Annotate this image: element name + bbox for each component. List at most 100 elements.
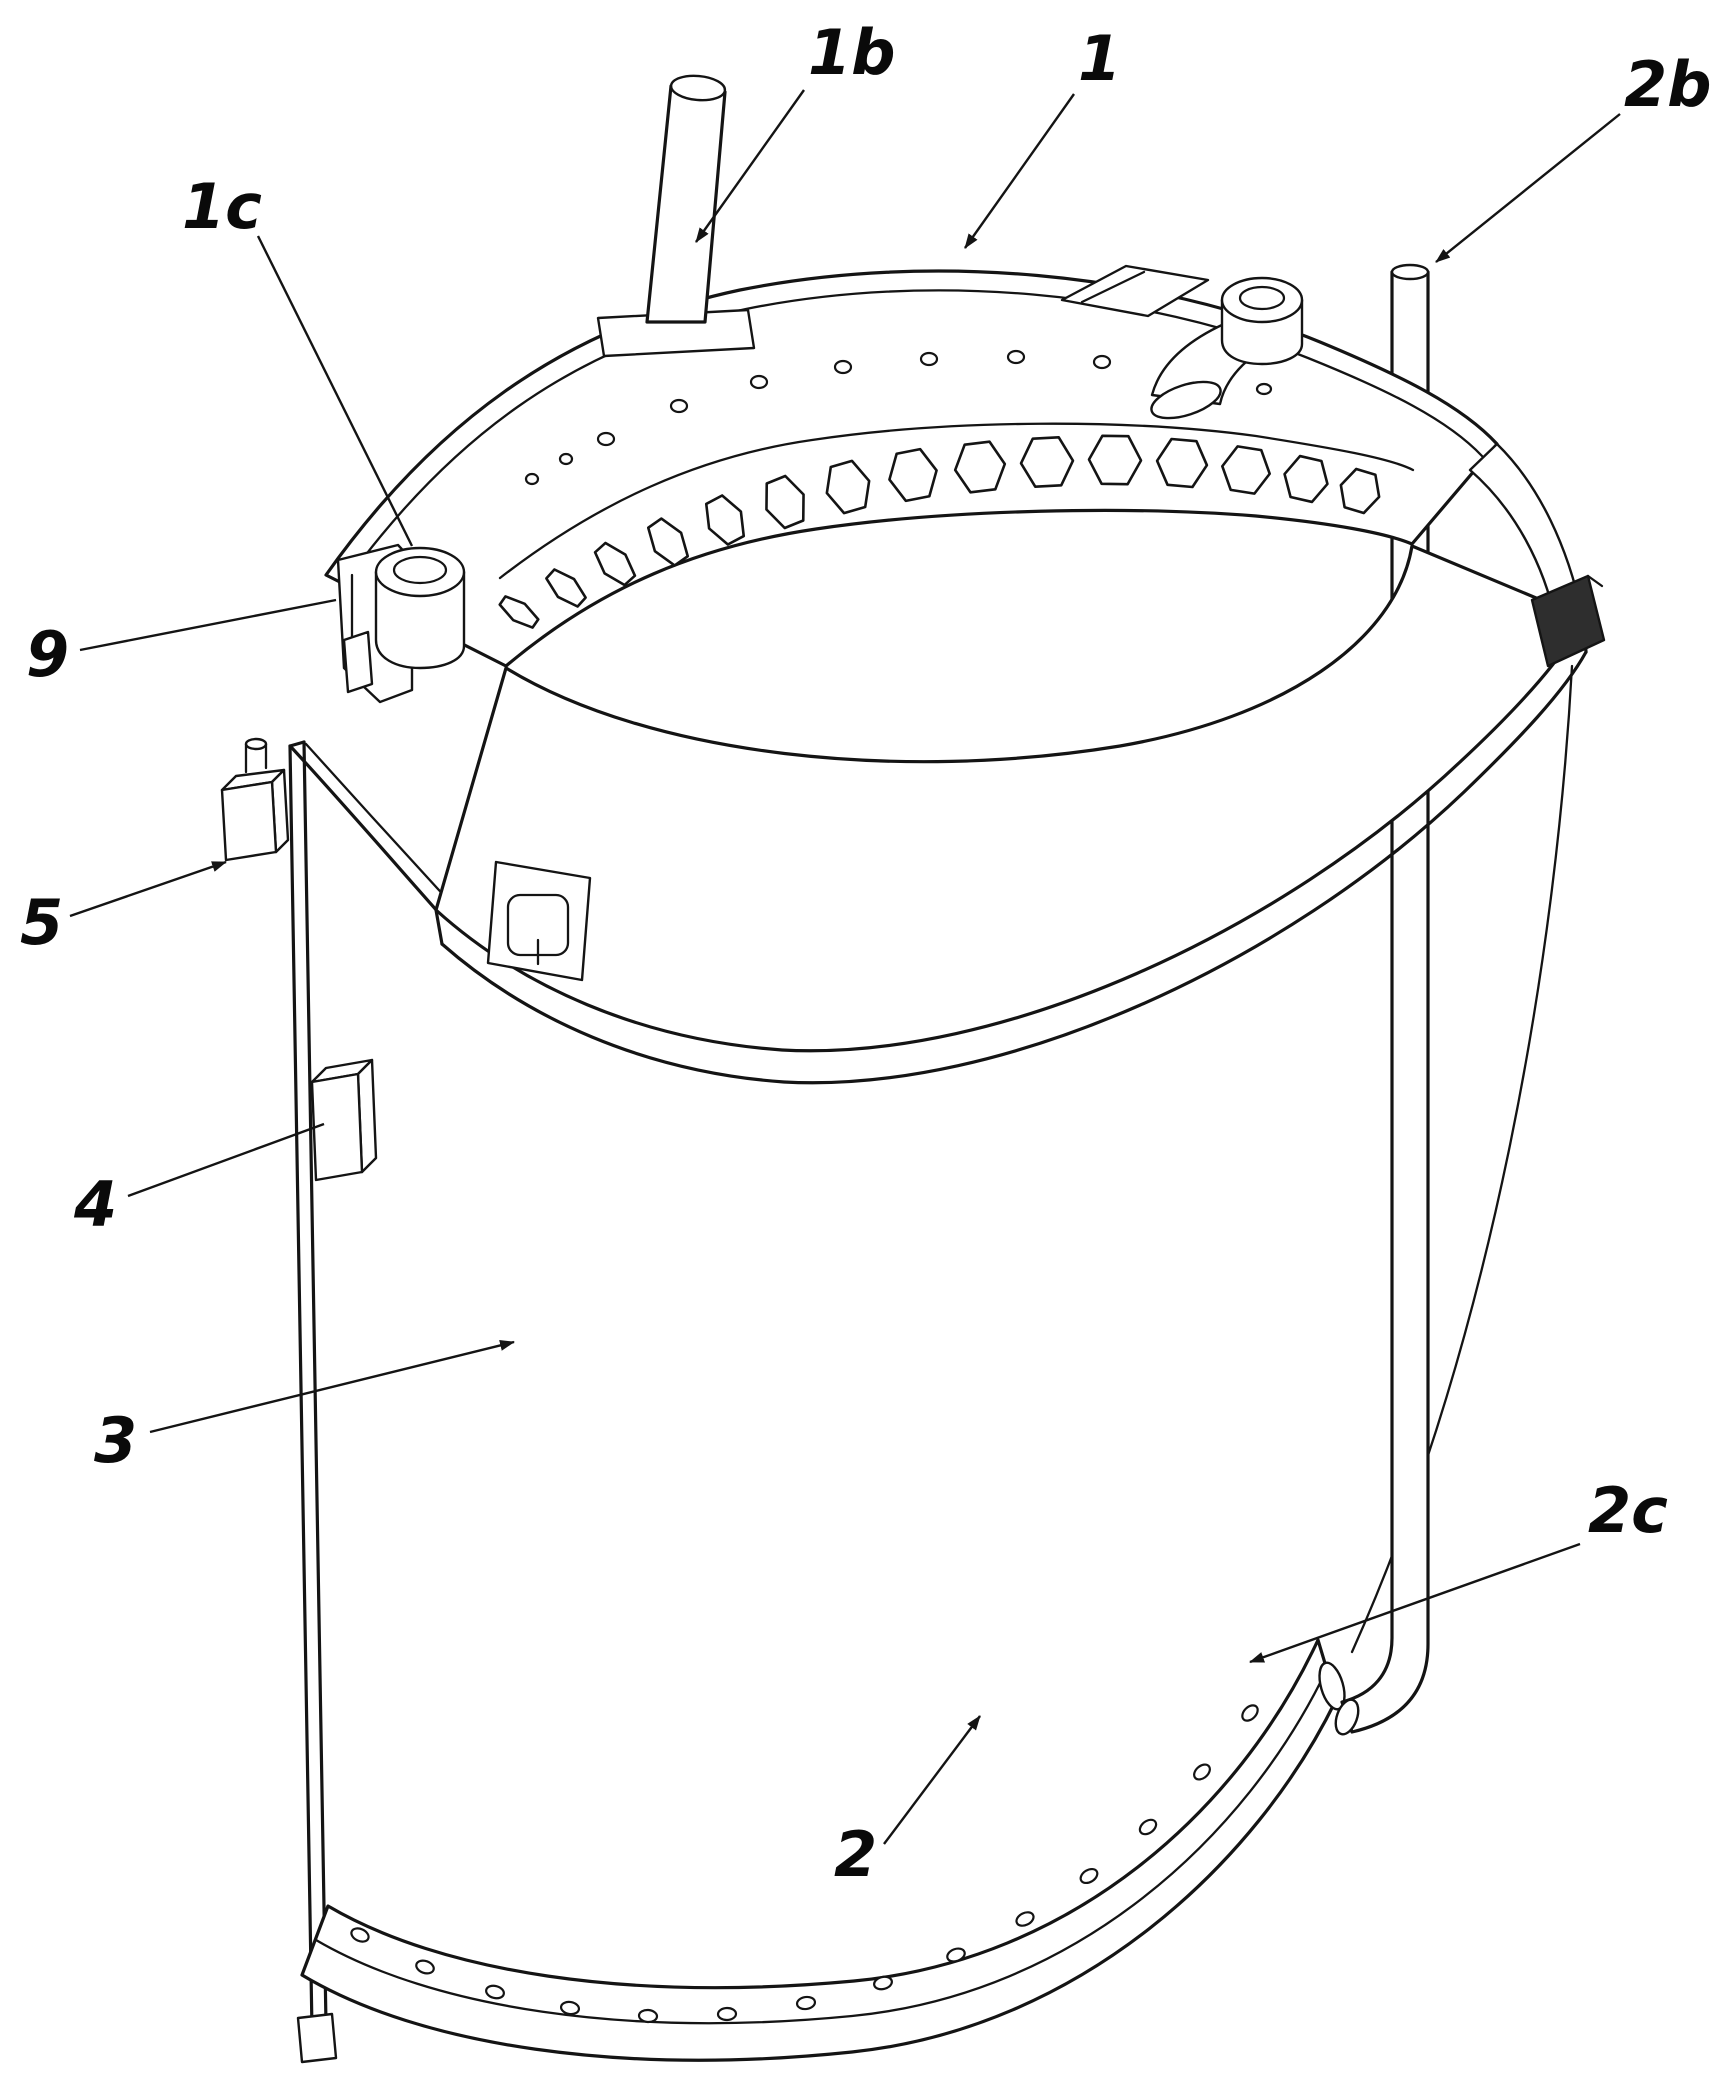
ring-hole [485,1984,505,2000]
hex-hole [953,440,1007,494]
hex-hole [545,568,587,608]
elbow-end-cap [1150,380,1222,420]
hex-hole [1220,445,1272,495]
label-1c: 1c [182,170,262,243]
block5-knob-side [244,742,268,774]
label-group-5: 5 [20,860,227,959]
rim-hole [524,472,540,486]
hex-hole [593,541,637,587]
label-group-9: 9 [26,598,337,691]
shell-left-edge-outer [288,744,314,2032]
leader-line-3 [149,1340,515,1434]
label-3: 3 [94,1404,137,1477]
ring-hole [1193,1763,1211,1781]
label-4: 4 [73,1168,117,1241]
leader-line-1c [256,235,414,547]
shell-left-foot [296,2012,338,2064]
bottom-ring-band [300,1638,1338,2062]
left-boss-side [374,570,466,670]
shell-left-edge-inner [302,740,328,2026]
label-group-2c: 2c [1249,1474,1668,1664]
hex-holes [498,434,1381,629]
shell-top-slant-outer [290,746,440,914]
left-boss-bore [392,555,448,585]
block5-front-face [220,780,278,862]
right-boss-bore [1238,285,1286,311]
leader-line-4 [127,1122,325,1198]
ring-hole [637,2008,659,2024]
ring-hole [1015,1911,1035,1927]
top-ring-face-edge [498,422,1415,580]
ring-hole [946,1947,966,1963]
hex-hole [888,447,938,503]
left-bracket-assembly [336,543,466,704]
leader-line-9 [79,598,337,652]
label-group-3: 3 [94,1340,515,1477]
hex-hole [765,474,805,530]
leader-line-2b [1435,113,1621,263]
ring-hole [873,1975,893,1991]
block4-front-face [310,1072,364,1182]
shell-left-edge-cap [288,740,306,748]
leader-line-5 [69,860,227,918]
brim-front-edge-lower [440,650,1588,1085]
hex-hole [646,517,690,567]
edge-clamp-body [1530,574,1606,668]
leader-line-2 [883,1715,981,1845]
ring-hole [559,2000,581,2016]
rim-clasp-inner-line [1080,270,1146,304]
hook-9 [342,630,374,694]
ring-hole [716,2006,738,2022]
hex-hole [1155,437,1209,489]
rim-hole [558,452,574,466]
ring-hole [1138,1818,1158,1836]
label-5: 5 [20,886,63,959]
rim-hole [749,374,769,390]
label-group-2b: 2b [1435,48,1712,263]
top-ring-inner-wall [504,544,1414,763]
rim-hole [596,431,616,447]
ring-hole [1079,1867,1099,1885]
ring-hole [1241,1704,1259,1722]
label-1b: 1b [808,16,896,89]
label-1: 1 [1078,22,1121,95]
label-group-2: 2 [834,1715,981,1891]
label-group-1b: 1b [695,16,896,243]
hex-hole [825,459,871,515]
top-pipe [596,74,756,358]
rim-hole [669,398,689,414]
label-2b: 2b [1624,48,1712,121]
side-block-4 [310,1058,378,1182]
rim-hole [1092,354,1112,370]
leader-line-2c [1249,1542,1581,1664]
label-group-4: 4 [73,1122,325,1241]
label-group-1: 1 [964,22,1121,249]
rim-hole [833,359,853,375]
label-2c: 2c [1588,1474,1668,1547]
right-boss-fitting [1150,276,1304,420]
ring-hole [350,1927,370,1943]
down-pipe-elbow-cap [1334,1698,1360,1736]
edge-clamp-lip [1586,574,1604,588]
bottom-ring-midline [314,1667,1329,2025]
hex-hole [1283,454,1329,504]
hex-hole [704,494,746,546]
leader-line-1 [964,93,1075,249]
label-9: 9 [26,618,69,691]
bottom-ring-holes [350,1704,1259,2024]
down-pipe-top-cap [1390,263,1430,281]
top-pipe-cap [669,74,727,102]
block5-knob-top [244,737,268,751]
top-ring-rim-inner-line [342,289,1484,586]
edge-clamp [1530,574,1606,668]
rim-clasp [1060,264,1210,318]
rim-hole [1255,382,1273,396]
top-pipe-body [645,84,727,324]
leader-line-1b [695,89,805,243]
hex-hole [1019,436,1075,488]
rim-hole [1006,349,1026,365]
ring-hole [795,1995,817,2011]
front-clamp [486,860,592,982]
